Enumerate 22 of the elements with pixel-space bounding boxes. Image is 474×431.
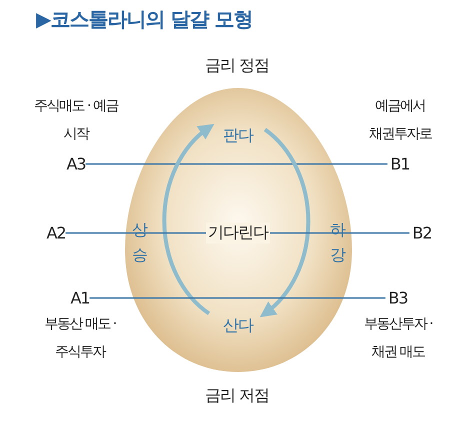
axis-note: 금리 정점 <box>204 56 270 76</box>
connector-line <box>90 297 386 299</box>
connector-line <box>86 163 388 165</box>
action-label: 산다 <box>223 316 253 336</box>
title: ▶코스톨라니의 달걀 모형 <box>36 6 252 33</box>
caption-text: 주식매도 · 예금 시작 <box>33 97 120 144</box>
edge-label: 상승 <box>131 211 149 261</box>
point-label: A3 <box>66 154 86 174</box>
caption-text: 부동산투자 · 채권 매도 <box>362 315 434 362</box>
caption-text: 부동산 매도 · 주식투자 <box>43 315 117 362</box>
point-label: A1 <box>70 288 90 308</box>
point-label: B2 <box>412 224 432 242</box>
point-label: B1 <box>390 154 410 174</box>
edge-label: 기다린다 <box>206 222 270 244</box>
cycle-arrow <box>162 124 214 316</box>
point-label: A2 <box>46 224 66 242</box>
action-label: 판다 <box>223 126 253 146</box>
caption-text: 예금에서 채권투자로 <box>368 97 433 144</box>
point-label: B3 <box>388 288 408 308</box>
axis-note: 금리 저점 <box>204 386 270 406</box>
edge-label: 하강 <box>329 211 347 261</box>
cycle-arrow <box>260 128 310 318</box>
